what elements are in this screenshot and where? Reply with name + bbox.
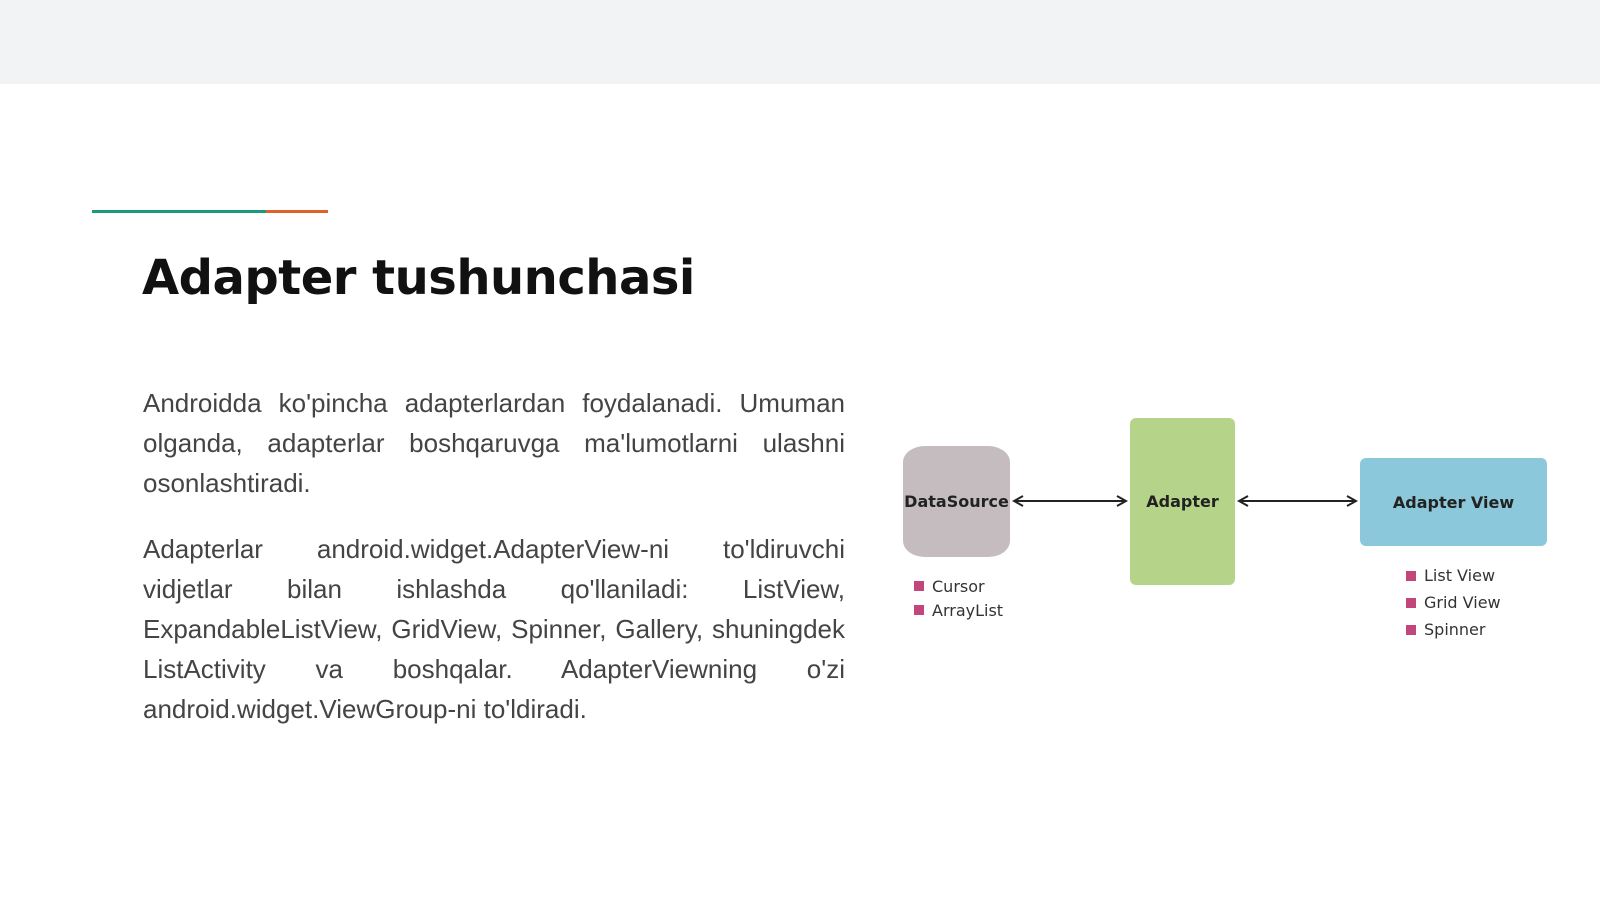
list-item-label: List View bbox=[1424, 566, 1496, 585]
adapter-diagram: DataSource Adapter Adapter View Cursor A… bbox=[880, 400, 1560, 650]
list-item: Grid View bbox=[1406, 589, 1501, 616]
accent-line bbox=[92, 210, 328, 213]
list-item-label: Spinner bbox=[1424, 620, 1486, 639]
square-bullet-icon bbox=[1406, 570, 1416, 581]
square-bullet-icon bbox=[914, 581, 924, 591]
top-band bbox=[0, 0, 1600, 84]
list-item-label: ArrayList bbox=[932, 600, 1004, 620]
square-bullet-icon bbox=[1406, 624, 1416, 635]
slide-title: Adapter tushunchasi bbox=[142, 250, 695, 306]
diagram-arrows bbox=[880, 400, 1560, 650]
datasource-node: DataSource bbox=[903, 446, 1010, 557]
adapter-view-label: Adapter View bbox=[1392, 492, 1515, 512]
square-bullet-icon bbox=[1406, 597, 1416, 608]
adapter-view-node: Adapter View bbox=[1360, 458, 1547, 546]
list-item-label: Cursor bbox=[932, 576, 985, 596]
adapter-view-items: List View Grid View Spinner bbox=[1406, 562, 1501, 643]
adapter-node: Adapter bbox=[1130, 418, 1235, 585]
datasource-items: Cursor ArrayList bbox=[914, 574, 1003, 622]
list-item: Spinner bbox=[1406, 616, 1501, 643]
square-bullet-icon bbox=[914, 605, 924, 615]
list-item: List View bbox=[1406, 562, 1501, 589]
adapter-label: Adapter bbox=[1146, 492, 1219, 511]
datasource-label: DataSource bbox=[904, 492, 1009, 511]
list-item-label: Grid View bbox=[1424, 593, 1501, 612]
accent-line-orange bbox=[266, 210, 328, 213]
paragraph-2: Adapterlar android.widget.AdapterView-ni… bbox=[143, 534, 845, 724]
list-item: Cursor bbox=[914, 574, 1003, 598]
accent-line-green bbox=[92, 210, 266, 213]
list-item: ArrayList bbox=[914, 598, 1003, 622]
paragraph-1: Androidda ko'pincha adapterlardan foydal… bbox=[143, 388, 845, 498]
